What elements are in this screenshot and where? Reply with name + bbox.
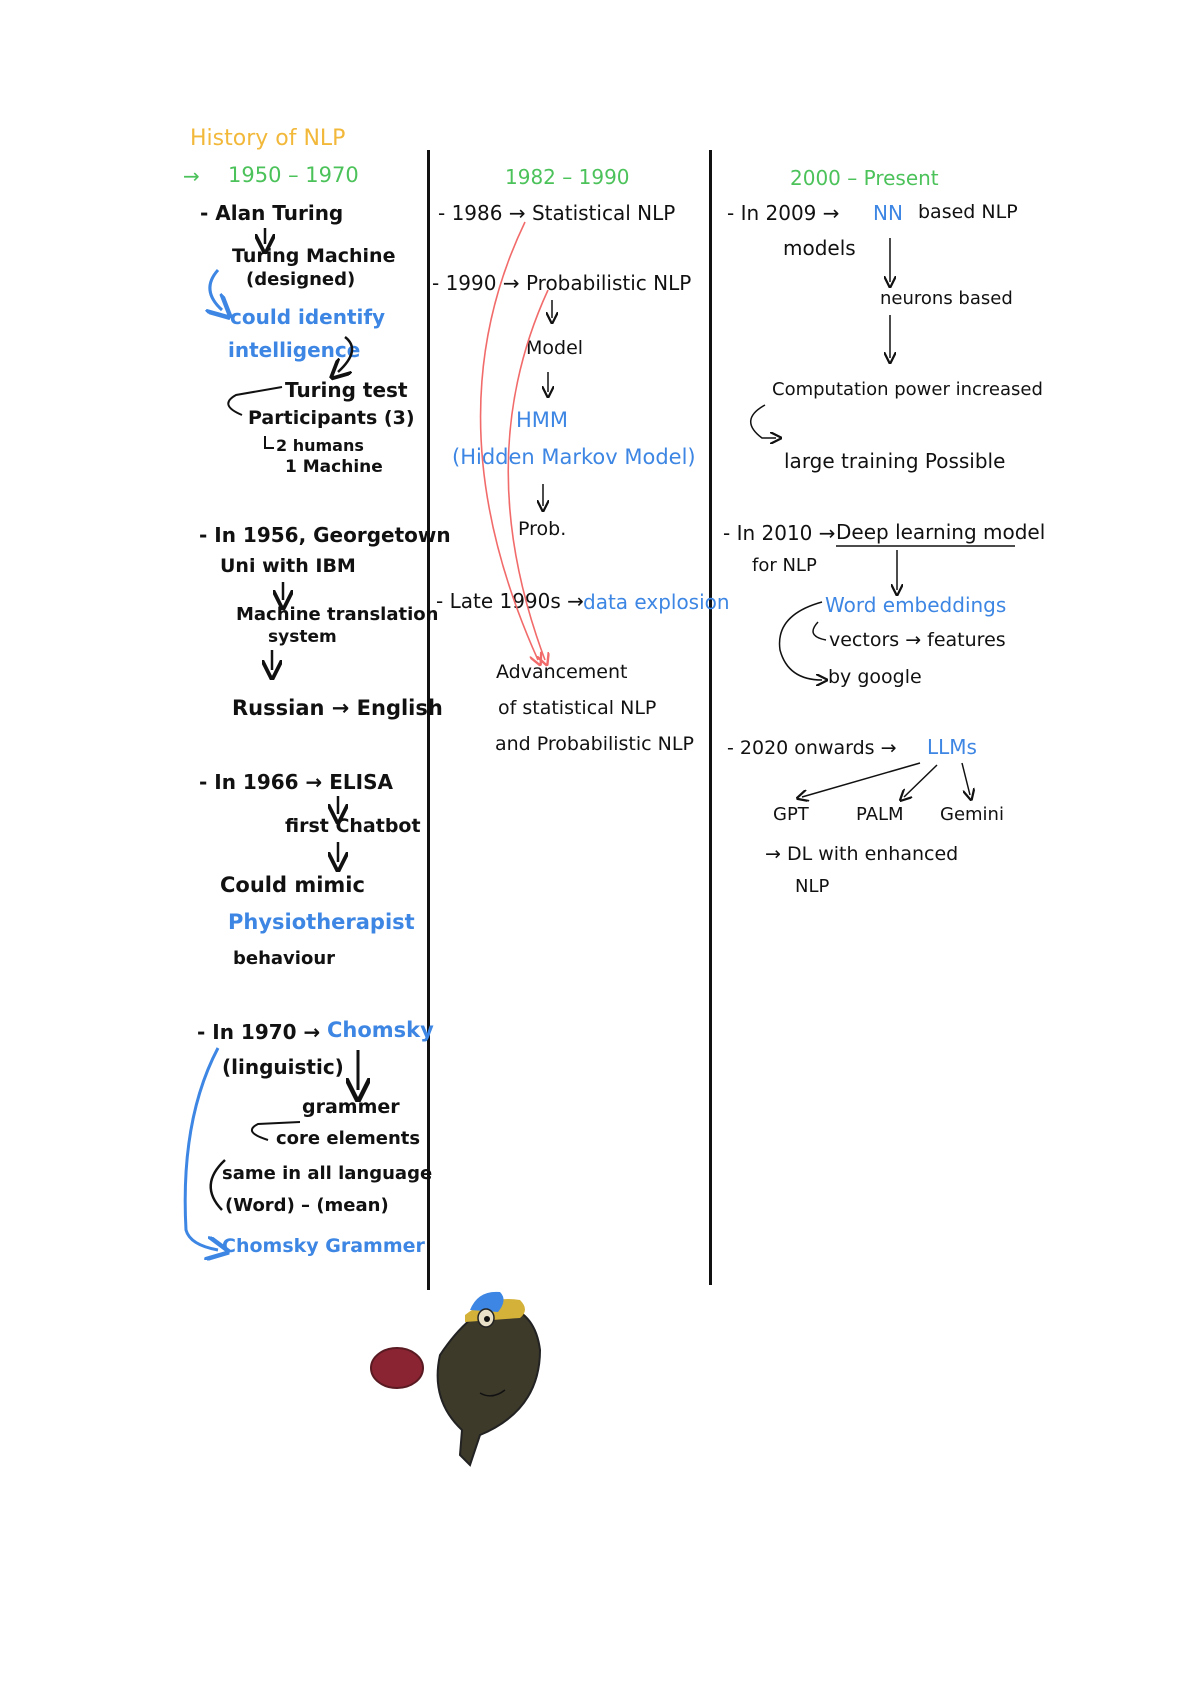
bracket-same: [211, 1160, 225, 1210]
arrow-test-participants: [228, 387, 282, 415]
mascot-illustration: [371, 1292, 540, 1465]
arrow-vectors: [813, 622, 826, 640]
red-curve-prob: [508, 290, 548, 660]
curve-embeddings: [780, 602, 822, 680]
arrow-humans: [265, 436, 274, 448]
arrow-compute-large: [751, 405, 776, 438]
arrow-blue-curve-1: [210, 270, 222, 310]
arrow-llm-palm: [904, 765, 937, 797]
arrow-llm-gpt: [802, 763, 920, 797]
arrow-core: [252, 1122, 300, 1140]
bracket-intelligence: [338, 337, 352, 372]
arrow-chomsky-blue: [185, 1048, 218, 1250]
arrow-llm-gemini: [962, 763, 970, 795]
